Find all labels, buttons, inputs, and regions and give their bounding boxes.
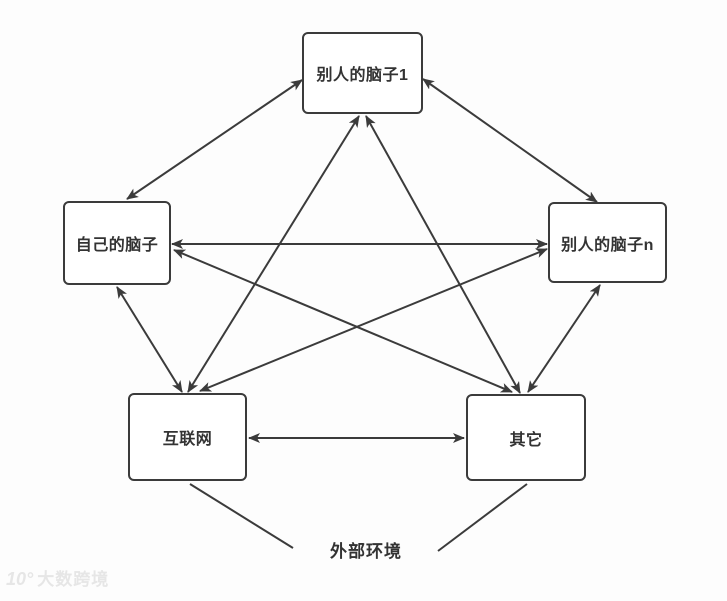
node-brainN[interactable]: 别人的脑子n bbox=[548, 202, 667, 283]
edge-brainN-internet bbox=[199, 248, 548, 392]
edge-brain1-self bbox=[126, 79, 303, 200]
line-env-other bbox=[437, 483, 528, 552]
line-env-internet bbox=[189, 483, 294, 549]
node-self-brain[interactable]: 自己的脑子 bbox=[63, 201, 171, 285]
watermark-logo-icon: 10° bbox=[6, 569, 34, 589]
node-brain1-label: 别人的脑子1 bbox=[316, 67, 409, 84]
node-internet[interactable]: 互联网 bbox=[128, 393, 247, 481]
node-other[interactable]: 其它 bbox=[466, 394, 586, 481]
watermark: 10°大数跨境 bbox=[6, 565, 109, 590]
edge-brain1-internet bbox=[187, 115, 360, 393]
node-self-brain-label: 自己的脑子 bbox=[75, 237, 159, 254]
node-brainN-label: 别人的脑子n bbox=[561, 236, 654, 254]
edge-self-internet bbox=[116, 286, 183, 393]
external-environment-label: 外部环境 bbox=[330, 542, 402, 561]
watermark-text: 大数跨境 bbox=[37, 570, 110, 589]
edge-brain1-brainN bbox=[422, 78, 598, 203]
node-internet-label: 互联网 bbox=[162, 431, 213, 448]
edge-brainN-other bbox=[527, 284, 601, 393]
edge-self-other bbox=[173, 249, 513, 393]
edge-brain1-other bbox=[365, 115, 521, 394]
node-other-label: 其它 bbox=[509, 431, 543, 449]
node-brain1[interactable]: 别人的脑子1 bbox=[302, 32, 423, 114]
